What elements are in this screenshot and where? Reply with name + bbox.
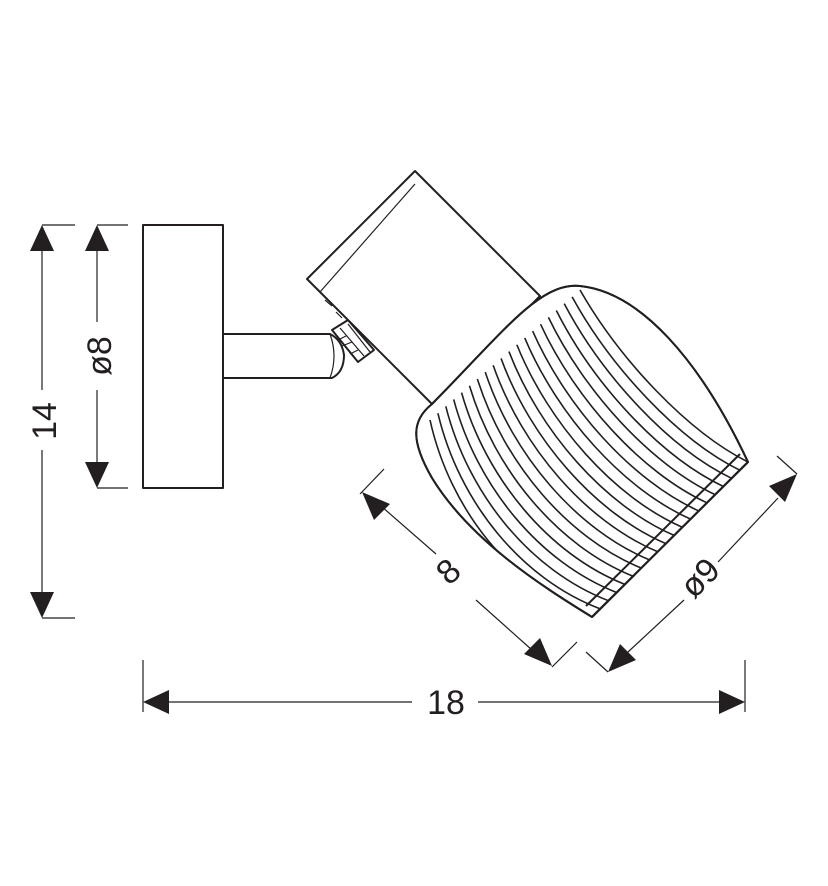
shade-rim bbox=[585, 453, 749, 618]
arrow-down-icon bbox=[85, 462, 109, 488]
arrow-up-icon bbox=[30, 225, 54, 251]
shade-rib bbox=[547, 317, 716, 496]
arrow-right-icon bbox=[719, 690, 745, 714]
ribbed-shade bbox=[415, 284, 749, 618]
shade-rib bbox=[437, 412, 601, 610]
shade-rib bbox=[476, 378, 642, 569]
shade-rib bbox=[500, 358, 667, 545]
arrow-diagonal-icon bbox=[769, 474, 797, 502]
dimension-total-height: 14 bbox=[26, 224, 75, 619]
dimension-plate-diameter: ø8 bbox=[81, 224, 128, 489]
hinge-joint bbox=[331, 319, 375, 363]
lamp-arm bbox=[222, 333, 345, 379]
arrow-left-icon bbox=[143, 690, 169, 714]
dimension-total-width: 18 bbox=[142, 660, 746, 722]
lamp-housing bbox=[306, 170, 541, 405]
shade-rib bbox=[452, 399, 617, 594]
shade-rib bbox=[523, 337, 691, 520]
shade-rib bbox=[508, 351, 675, 537]
plate-diameter-label: ø8 bbox=[81, 336, 119, 376]
shade-length-label: 8 bbox=[429, 551, 468, 592]
arrow-diagonal-icon bbox=[524, 638, 552, 666]
total-height-label: 14 bbox=[26, 402, 64, 440]
shade-rib bbox=[579, 289, 748, 463]
total-width-label: 18 bbox=[427, 684, 465, 722]
shade-outline bbox=[415, 284, 749, 618]
shade-rib bbox=[492, 364, 658, 553]
shade-diameter-label: ø9 bbox=[673, 551, 728, 606]
arrow-down-icon bbox=[30, 592, 54, 618]
shade-rib bbox=[484, 371, 650, 561]
shade-rib bbox=[571, 296, 741, 471]
shade-rib bbox=[555, 310, 724, 488]
arrow-diagonal-icon bbox=[608, 644, 636, 672]
shade-rib bbox=[516, 344, 683, 528]
shade-ribs bbox=[429, 289, 748, 617]
wall-plate bbox=[142, 224, 224, 489]
shade-rib bbox=[460, 392, 626, 586]
arrow-up-icon bbox=[85, 225, 109, 251]
shade-rib bbox=[531, 330, 700, 512]
shade-rib bbox=[539, 323, 708, 504]
arrow-diagonal-icon bbox=[362, 492, 390, 520]
shade-rib bbox=[468, 385, 634, 577]
shade-rib bbox=[563, 303, 732, 480]
shade-rib bbox=[445, 406, 609, 602]
